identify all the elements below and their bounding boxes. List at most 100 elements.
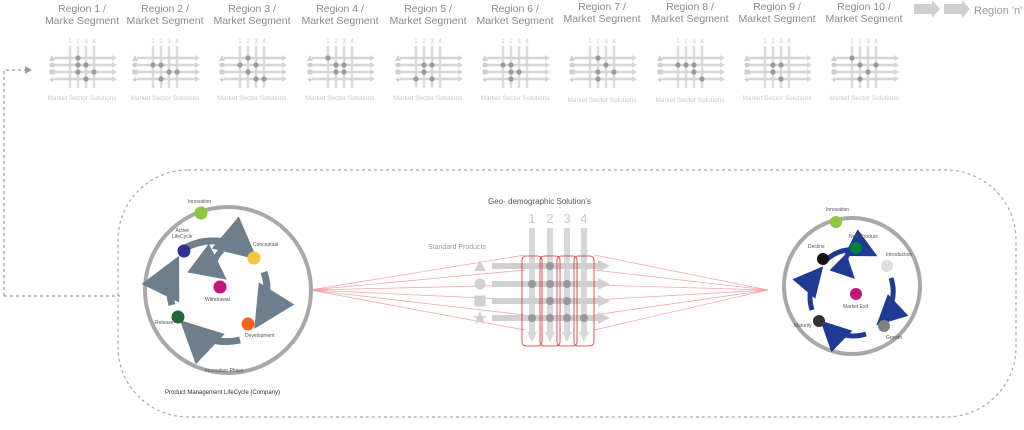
grid-dot (333, 69, 339, 75)
geo-column-number: 3 (563, 211, 571, 226)
region-caption: Market Sector Solutions (742, 95, 812, 102)
star-icon (473, 311, 487, 324)
projection-line (593, 289, 769, 331)
arrow-right-icon (458, 62, 463, 68)
arrow-icon (829, 250, 855, 279)
grid-dot (563, 297, 571, 305)
star-icon (307, 76, 313, 82)
arrow-right-icon (370, 76, 375, 82)
grid-dot (857, 62, 863, 68)
grid-dot (245, 55, 251, 61)
grid-dot (174, 69, 180, 75)
grid-dot (675, 62, 681, 68)
grid-column-number: 3 (430, 39, 434, 45)
region-caption: Market Sector Solutions (655, 97, 725, 104)
star-icon (132, 76, 138, 82)
arrow-right-icon (807, 55, 812, 61)
triangle-icon (474, 260, 486, 271)
company-lifecycle (141, 205, 313, 375)
arrow-right-icon (807, 69, 812, 75)
grid-column-number: 2 (509, 39, 513, 45)
arrow-right-icon (112, 69, 117, 75)
company-cycle-caption: Product Management LifeCycle (Company) (165, 390, 281, 396)
standard-products-label: Standard Products (428, 244, 486, 251)
grid-column-number: 1 (850, 39, 854, 45)
square-icon (132, 69, 138, 75)
arrow-right-icon (112, 76, 117, 82)
column-highlight (539, 255, 561, 347)
arrow-right-icon (370, 69, 375, 75)
grid-dot (849, 55, 855, 61)
grid-column-number: 3 (779, 39, 783, 45)
region-name: Region 6 / (491, 3, 539, 15)
introduction-label: Introduction (886, 252, 913, 258)
region-segment: Market Segment (389, 15, 467, 27)
projection-line (309, 284, 526, 291)
region-name: Region 10 / (837, 1, 891, 13)
development-node (241, 317, 255, 331)
geo-demographic-grid (473, 228, 610, 347)
triangle-icon (569, 55, 575, 61)
region-caption: Market Sector Solutions (480, 95, 550, 102)
region-caption: Market Sector Solutions (47, 95, 117, 102)
arrow-right-icon (195, 55, 200, 61)
release-node (171, 310, 185, 324)
region-name: Region 1 / (58, 3, 106, 15)
region-n-label: Region 'n' (974, 5, 1023, 17)
grid-dot (325, 55, 331, 61)
star-icon (569, 76, 575, 82)
grid-dot (528, 314, 536, 322)
new-product-node (850, 242, 862, 254)
star-icon (482, 76, 488, 82)
grid-dot (528, 280, 536, 288)
region-segment: Market Segment (825, 13, 903, 25)
grid-dot (83, 76, 89, 82)
projection-line (593, 289, 769, 316)
grid-dot (508, 62, 514, 68)
triangle-icon (219, 55, 225, 61)
grid-dot (253, 62, 259, 68)
grid-dot (413, 76, 419, 82)
arrow-right-icon (598, 278, 610, 290)
conceptual-node (247, 251, 261, 265)
active-lifecycle-label: Active LifeCycle (172, 228, 193, 240)
arrow-icon (820, 320, 867, 353)
arrow-right-icon (894, 69, 899, 75)
grid-dot (691, 62, 697, 68)
innovation-phase-label: Innovation Phase (205, 368, 244, 374)
grid-dot (237, 62, 243, 68)
region-title: Region 6 /Market Segment (470, 3, 560, 27)
region-name: Region 2 / (141, 3, 189, 15)
grid-column-number: 1 (238, 39, 242, 45)
circle-icon (219, 62, 225, 68)
arrow-right-icon (282, 76, 287, 82)
grid-dot (778, 76, 784, 82)
region-caption: Market Sector Solutions (130, 95, 200, 102)
star-icon (657, 76, 663, 82)
grid-dot (508, 76, 514, 82)
grid-dot (516, 69, 522, 75)
grid-dot (595, 69, 601, 75)
market-lifecycle (782, 216, 922, 356)
grid-dot (603, 62, 609, 68)
chevron-right-icon (944, 0, 970, 18)
column-highlight (521, 255, 543, 347)
arrow-right-icon (370, 62, 375, 68)
geo-column-number: 2 (546, 211, 554, 226)
region-title: Region 2 /Market Segment (120, 3, 210, 27)
grid-column-number: 2 (334, 39, 338, 45)
arrow-right-icon (112, 55, 117, 61)
region-caption: Market Sector Solutions (217, 95, 287, 102)
arrow-right-icon (598, 295, 610, 307)
grid-column-number: 4 (92, 39, 96, 45)
grid-dot (75, 69, 81, 75)
chevron-right-icon (914, 0, 940, 18)
projection-line (593, 254, 769, 291)
arrow-right-icon (720, 69, 725, 75)
arrow-right-icon (894, 62, 899, 68)
grid-column-number: 4 (350, 39, 354, 45)
